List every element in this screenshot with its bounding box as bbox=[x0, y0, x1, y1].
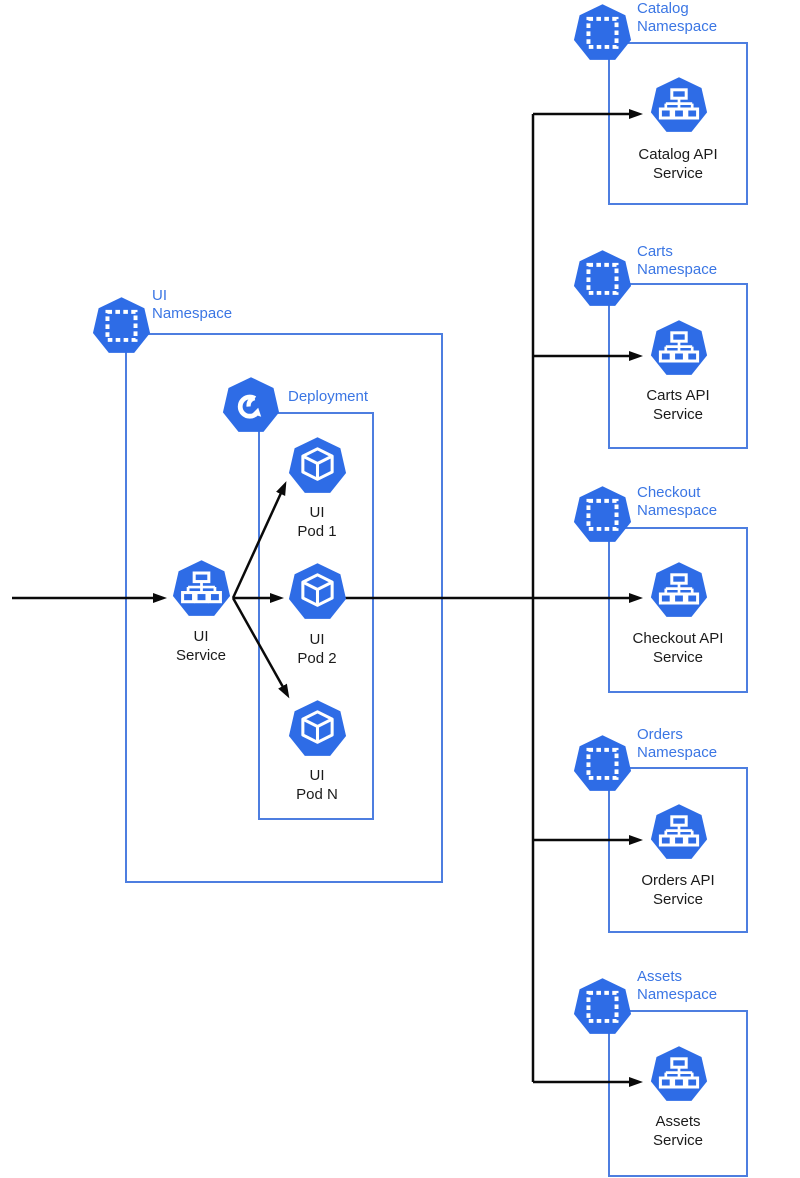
ui-service-label: UI Service bbox=[151, 627, 251, 665]
deployment-label: Deployment bbox=[288, 388, 369, 405]
checkout-namespace-label-line1: Checkout bbox=[637, 484, 701, 501]
ui-namespace-box bbox=[125, 333, 443, 883]
assets-service-label-line2: Service bbox=[652, 1132, 704, 1149]
checkout-namespace-label-line2: Namespace bbox=[637, 502, 718, 519]
checkout-service-label: Checkout API Service bbox=[608, 629, 748, 667]
catalog-service-label-line2: Service bbox=[652, 165, 704, 182]
carts-service-label-line2: Service bbox=[652, 406, 704, 423]
ui-namespace-label-line1: UI bbox=[152, 287, 167, 304]
service-icon bbox=[171, 559, 232, 620]
pod-icon bbox=[287, 436, 348, 497]
orders-namespace-label-line2: Namespace bbox=[637, 744, 718, 761]
service-icon bbox=[649, 76, 709, 136]
checkout-namespace-box bbox=[608, 527, 748, 693]
ui-pod-1-label: UI Pod 1 bbox=[267, 503, 367, 541]
carts-service-label: Carts API Service bbox=[608, 386, 748, 424]
catalog-namespace-label-line2: Namespace bbox=[637, 18, 718, 35]
pod-icon bbox=[287, 562, 348, 623]
orders-service-label: Orders API Service bbox=[608, 871, 748, 909]
pod-icon bbox=[287, 699, 348, 760]
checkout-service-label-line2: Service bbox=[652, 649, 704, 666]
ui-pod-1-label-line1: UI bbox=[309, 504, 325, 521]
namespace-icon bbox=[572, 3, 633, 64]
ui-service-label-line2: Service bbox=[175, 647, 227, 664]
carts-namespace-label-line2: Namespace bbox=[637, 261, 718, 278]
namespace-icon bbox=[572, 249, 633, 310]
assets-namespace-label-line1: Assets bbox=[637, 968, 683, 985]
carts-namespace-label-line1: Carts bbox=[637, 243, 673, 260]
namespace-icon bbox=[572, 734, 633, 795]
assets-service-label-line1: Assets bbox=[655, 1113, 701, 1130]
service-icon bbox=[649, 319, 709, 379]
service-icon bbox=[649, 561, 709, 621]
service-icon bbox=[649, 803, 709, 863]
namespace-icon bbox=[91, 296, 152, 357]
assets-namespace-box bbox=[608, 1010, 748, 1177]
ui-pod-n-label: UI Pod N bbox=[267, 766, 367, 804]
service-icon bbox=[649, 1045, 709, 1105]
assets-namespace-label-line2: Namespace bbox=[637, 986, 718, 1003]
ui-pod-n-label-line1: UI bbox=[309, 767, 325, 784]
catalog-service-label: Catalog API Service bbox=[608, 145, 748, 183]
orders-service-label-line2: Service bbox=[652, 891, 704, 908]
orders-service-label-line1: Orders API bbox=[641, 872, 715, 889]
ui-pod-2-label: UI Pod 2 bbox=[267, 630, 367, 668]
ui-namespace-label-line2: Namespace bbox=[152, 305, 233, 322]
ui-service-label-line1: UI bbox=[193, 628, 209, 645]
orders-namespace-label-line1: Orders bbox=[637, 726, 683, 743]
carts-service-label-line1: Carts API bbox=[646, 387, 710, 404]
ui-pod-1-label-line2: Pod 1 bbox=[297, 523, 337, 540]
orders-namespace-box bbox=[608, 767, 748, 933]
carts-namespace-box bbox=[608, 283, 748, 449]
ui-pod-2-label-line1: UI bbox=[309, 631, 325, 648]
checkout-service-label-line1: Checkout API bbox=[632, 630, 724, 647]
ui-pod-2-label-line2: Pod 2 bbox=[297, 650, 337, 667]
catalog-service-label-line1: Catalog API bbox=[638, 146, 718, 163]
namespace-icon bbox=[572, 485, 633, 546]
catalog-namespace-label-line1: Catalog bbox=[637, 0, 689, 17]
deployment-icon bbox=[221, 376, 281, 436]
namespace-icon bbox=[572, 977, 633, 1038]
ui-pod-n-label-line2: Pod N bbox=[296, 786, 338, 803]
catalog-namespace-box bbox=[608, 42, 748, 205]
